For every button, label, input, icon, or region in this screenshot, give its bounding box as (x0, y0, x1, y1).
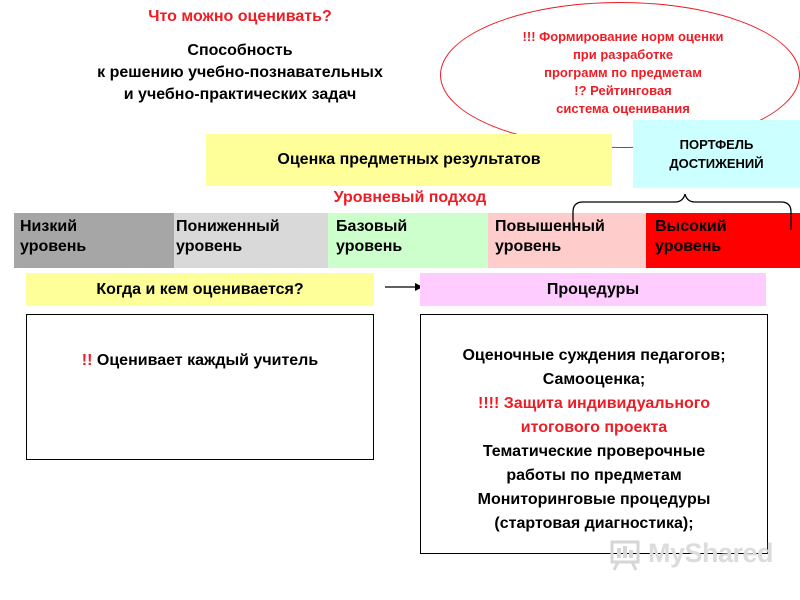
procedure-list-box (420, 314, 768, 554)
watermark-text: MyShared (648, 538, 774, 568)
level-label: Высокий (655, 218, 727, 235)
norms-ellipse-text: !!! Формирование норм оценки при разрабо… (478, 28, 768, 118)
procedure-item: (стартовая диагностика); (494, 515, 694, 532)
level-approach-heading: Уровневый подход (333, 189, 487, 206)
subject-results-box: Оценка предметных результатов (206, 134, 612, 186)
portfolio-line: ДОСТИЖЕНИЙ (669, 156, 764, 171)
level-label: уровень (176, 238, 243, 255)
ellipse-line: при разработке (572, 47, 674, 62)
portfolio-brace (572, 193, 792, 230)
level-label: уровень (495, 238, 562, 255)
portfolio-line: ПОРТФЕЛЬ (679, 137, 754, 152)
level-reduced: Пониженный уровень (174, 213, 328, 268)
teacher-box (26, 314, 374, 460)
ellipse-line: !!! Формирование норм оценки (522, 29, 724, 44)
ellipse-line: !? Рейтинговая (574, 83, 672, 98)
right-arrow-icon (385, 283, 423, 291)
level-label: уровень (336, 238, 403, 255)
level-label: уровень (20, 238, 87, 255)
watermark-logo-icon (610, 540, 640, 571)
when-who-box: Когда и кем оценивается? (26, 273, 374, 306)
level-low: Низкий уровень (14, 213, 174, 268)
when-who-label: Когда и кем оценивается? (96, 280, 304, 298)
level-basic: Базовый уровень (328, 213, 488, 268)
level-label: Базовый (336, 218, 408, 235)
level-label: Низкий (20, 218, 78, 235)
procedure-item: Мониторинговые процедуры (477, 491, 711, 508)
level-high: Высокий уровень (646, 213, 800, 268)
subject-results-label: Оценка предметных результатов (277, 151, 541, 168)
teacher-label: Оценивает каждый учитель (92, 352, 319, 369)
ability-text: Способность к решению учебно-познаватель… (40, 40, 440, 106)
teacher-text: !! Оценивает каждый учитель (26, 352, 374, 370)
procedure-item: !!!! Защита индивидуального (478, 395, 710, 412)
ability-line: и учебно-практических задач (123, 86, 357, 103)
procedure-item: Оценочные суждения педагогов; (462, 347, 726, 364)
ability-line: Способность (187, 42, 293, 59)
level-label: Пониженный (176, 218, 280, 235)
procedure-item: итогового проекта (520, 419, 668, 436)
ellipse-line: система оценивания (556, 101, 690, 116)
question-heading: Что можно оценивать? (148, 8, 332, 25)
level-label: Повышенный (495, 218, 605, 235)
procedure-item: Самооценка; (542, 371, 646, 388)
procedures-label: Процедуры (546, 280, 640, 298)
level-increased: Повышенный уровень (488, 213, 646, 268)
portfolio-box: ПОРТФЕЛЬ ДОСТИЖЕНИЙ (633, 120, 800, 188)
teacher-prefix: !! (81, 352, 93, 369)
procedure-item: работы по предметам (506, 467, 682, 484)
ability-line: к решению учебно-познавательных (97, 64, 383, 81)
level-label: уровень (655, 238, 722, 255)
ellipse-line: программ по предметам (544, 65, 702, 80)
procedure-item: Тематические проверочные (482, 443, 706, 460)
procedure-list: Оценочные суждения педагогов; Самооценка… (420, 344, 768, 536)
procedures-box: Процедуры (420, 273, 766, 306)
